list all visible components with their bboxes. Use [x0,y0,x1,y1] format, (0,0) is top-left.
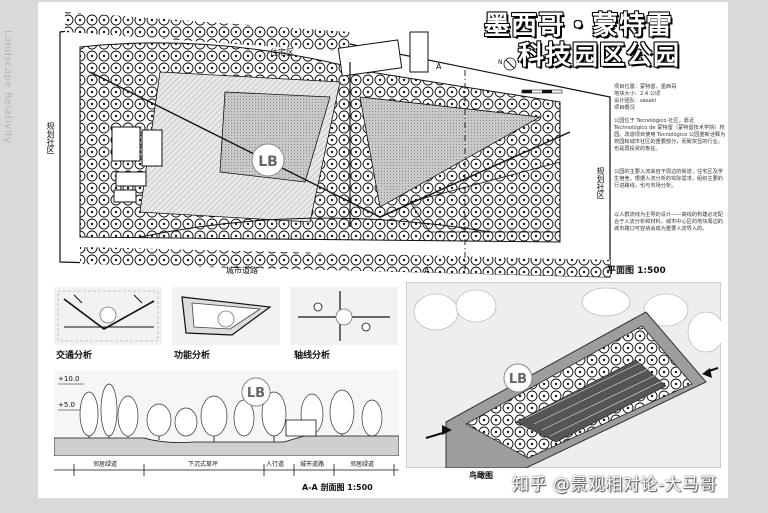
label-planned-right: 规划社区 [596,167,605,199]
plan-caption: 平面图 1:500 [607,266,666,276]
svg-text:N: N [498,59,503,66]
tick-sidewalk: 人行道 [266,461,285,468]
svg-text:LB: LB [509,372,527,387]
drawing-board: LB N 墨西哥・蒙特雷 科技园区公园 项目位置：蒙特雷，墨西哥 地块大小：2.… [38,2,728,498]
side-watermark-text: Landscape Relativity [2,30,13,144]
info-area: 地块大小：2.4 公顷 [614,91,661,97]
tick-green-right: 邻居绿道 [350,461,375,468]
title-line-1: 墨西哥・蒙特雷 [484,11,674,41]
label-function-analysis: 功能分析 [174,351,211,361]
description-paragraph-3: 以人群流线为主导的设计——高线的构建必定配合于人流分析和材料，城市中心区的地块周… [614,212,723,232]
info-location: 项目位置：蒙特雷，墨西哥 [614,84,677,90]
title-line-2: 科技园区公园 [518,41,681,71]
section-marker-a-top: A [436,62,442,71]
description-paragraph-1: 公园位于 Tecnológico 社区，靠近 Technológico de 蒙… [614,118,726,152]
label-residential: 住宅区 [270,48,294,57]
zhihu-watermark: 知乎 @景观相对论-大马哥 [512,475,718,495]
label-planned-left: 规划社区 [46,122,55,154]
info-team: 设计团队：sasaki [614,98,657,104]
section-marker-a-bottom: A [424,266,430,275]
info-overview: 项目概况 [614,105,635,111]
elevation-10: +10.0 [58,375,80,383]
aerial-caption: 鸟瞰图 [469,471,493,480]
section-caption: A-A 剖面图 1:500 [302,483,373,492]
section-drawing: LB [54,370,399,456]
description-paragraph-2: 公园的主要入流来自于周边的街道，住宅区及学生宿舍，根据人流分析的实际需求，组织主… [614,169,723,189]
site-plan: LB N [59,12,611,278]
label-axis-analysis: 轴线分析 [294,351,331,361]
section-dimension-line [54,464,399,476]
tick-city-road: 城市道路 [300,461,325,468]
label-city-road: 城市道路 [226,266,258,275]
svg-text:LB: LB [258,154,278,170]
aerial-view: LB [406,282,721,468]
tick-green-left: 邻居绿道 [93,461,118,468]
axis-diagram [290,287,398,345]
tick-sunken-lawn: 下沉式草坪 [188,461,219,468]
traffic-diagram [54,287,162,345]
function-diagram [172,287,280,345]
label-traffic-analysis: 交通分析 [56,351,93,361]
side-watermark: Landscape Relativity [2,30,16,180]
project-info: 项目位置：蒙特雷，墨西哥 地块大小：2.4 公顷 设计团队：sasaki 项目概… [614,84,676,112]
elevation-5: +5.0 [58,401,75,409]
svg-text:LB: LB [247,386,265,401]
